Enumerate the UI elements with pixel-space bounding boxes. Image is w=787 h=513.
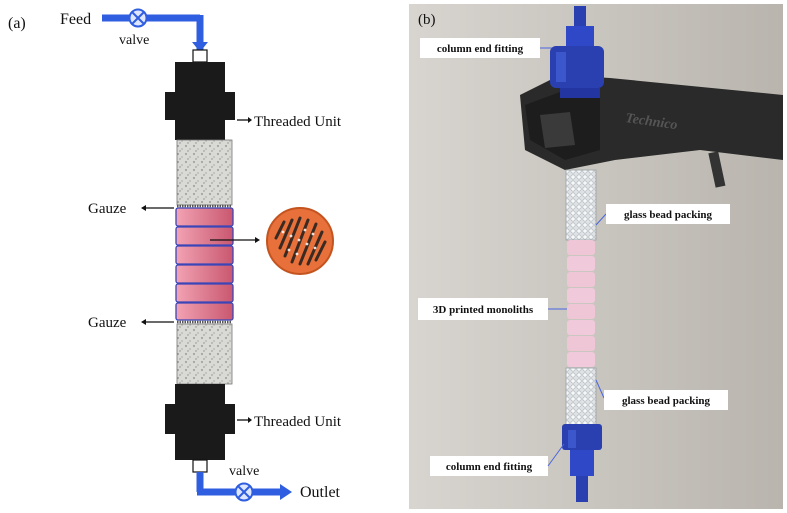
monolith-stack bbox=[175, 207, 234, 321]
threaded-unit-top bbox=[165, 62, 235, 140]
panel-b-tag: (b) bbox=[418, 12, 436, 28]
gauze-bottom-label: Gauze bbox=[88, 315, 127, 331]
column-end-fitting-top-label: column end fitting bbox=[437, 43, 524, 55]
label-monoliths: 3D printed monoliths bbox=[418, 298, 567, 320]
label-bead-bottom: glass bead packing bbox=[595, 379, 728, 410]
feed-pipe bbox=[102, 14, 208, 52]
label-fitting-bottom: column end fitting bbox=[430, 443, 565, 476]
bottom-fitting-photo bbox=[562, 424, 602, 502]
arrow-threaded-bottom bbox=[237, 417, 252, 423]
glass-bead-bottom-label: glass bead packing bbox=[622, 395, 711, 407]
threaded-unit-bottom-label: Threaded Unit bbox=[254, 414, 342, 430]
threaded-unit-bottom bbox=[165, 384, 235, 460]
valve-bottom-icon bbox=[234, 482, 254, 502]
valve-top-label: valve bbox=[119, 33, 149, 48]
top-connector bbox=[192, 49, 208, 63]
threaded-unit-top-label: Threaded Unit bbox=[254, 114, 342, 130]
arrow-gauze-bottom bbox=[141, 319, 174, 325]
valve-bottom-label: valve bbox=[229, 464, 259, 479]
panel-a-tag: (a) bbox=[8, 15, 26, 32]
gauze-top-label: Gauze bbox=[88, 201, 127, 217]
bottom-connector bbox=[192, 459, 208, 473]
arrow-threaded-top bbox=[237, 117, 252, 123]
label-bead-top: glass bead packing bbox=[595, 204, 730, 226]
top-fitting-photo bbox=[550, 6, 604, 98]
clamp: Technico bbox=[520, 75, 783, 188]
column-tube-photo bbox=[565, 169, 597, 427]
glass-bead-top-label: glass bead packing bbox=[624, 209, 713, 221]
column-end-fitting-bottom-label: column end fitting bbox=[446, 461, 533, 473]
packing-top bbox=[176, 139, 233, 206]
panel-b: (b) Technico bbox=[409, 4, 783, 509]
label-fitting-top: column end fitting bbox=[420, 38, 552, 58]
panel-a: (a) Feed valve Threaded Unit bbox=[8, 8, 342, 502]
outlet-label: Outlet bbox=[300, 484, 341, 501]
monolith-disc-icon bbox=[266, 207, 334, 275]
valve-top-icon bbox=[128, 8, 148, 28]
clamp-brand-text: Technico bbox=[624, 111, 678, 133]
monolith-stack-photo bbox=[567, 240, 595, 367]
feed-label: Feed bbox=[60, 11, 91, 28]
arrow-gauze-top bbox=[141, 205, 174, 211]
arrow-monolith bbox=[210, 237, 260, 243]
monoliths-label: 3D printed monoliths bbox=[433, 304, 534, 316]
packing-bottom bbox=[176, 323, 233, 385]
